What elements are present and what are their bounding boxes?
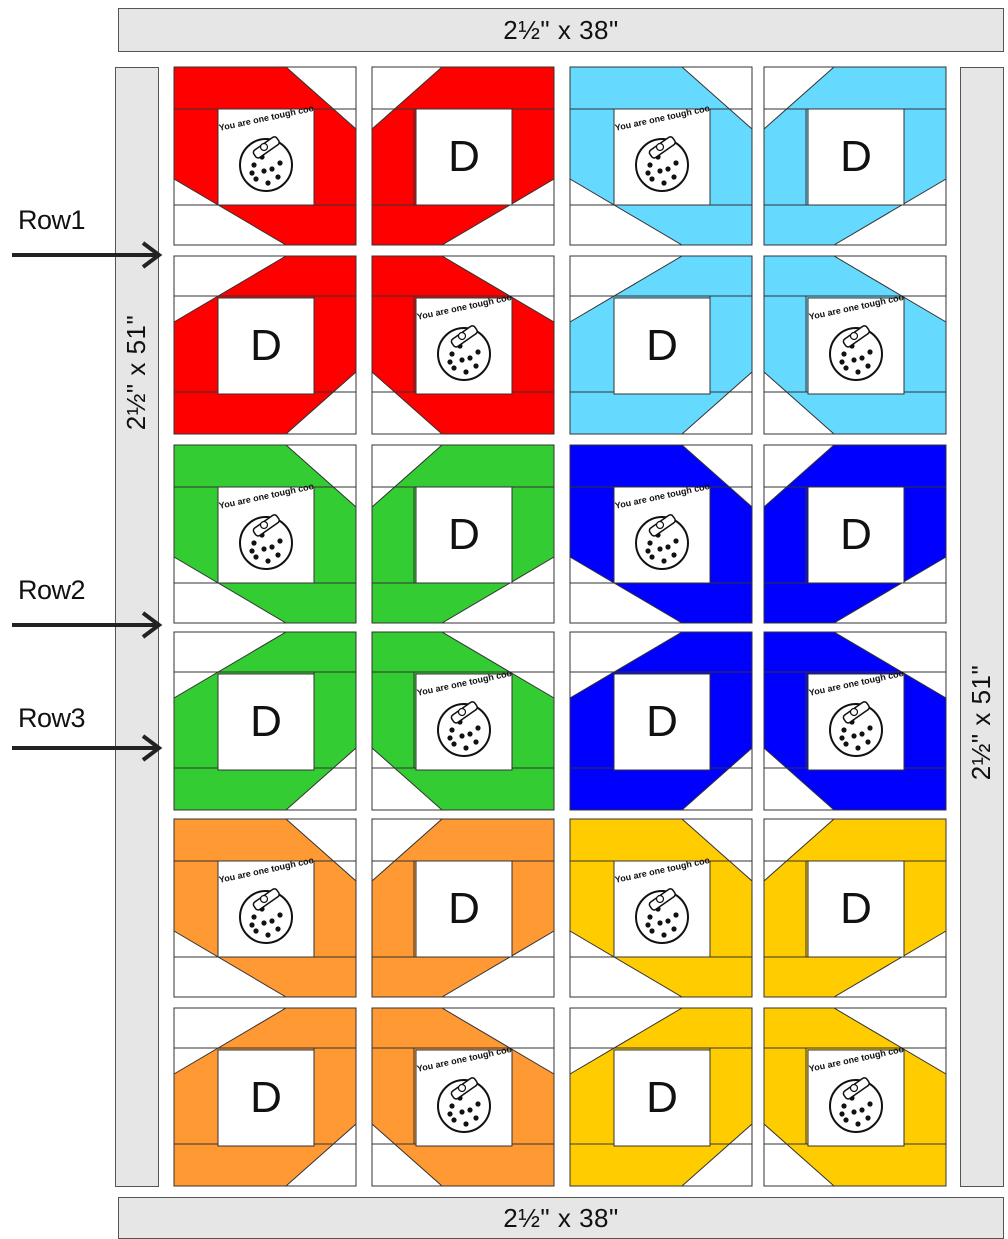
row-3-arrow-icon: [10, 733, 165, 763]
block-letter: D: [614, 674, 710, 770]
quilt-block: D: [174, 256, 356, 434]
quilt-block: You are one tough cookie: [372, 1008, 554, 1186]
quilt-block: D: [764, 67, 946, 245]
block-letter: D: [416, 487, 512, 583]
quilt-block: You are one tough cookie: [174, 67, 356, 245]
row-2-arrow-icon: [10, 610, 165, 640]
block-letter: D: [614, 1050, 710, 1146]
quilt-block: D: [174, 1008, 356, 1186]
quilt-block-graphic: [372, 256, 554, 434]
quilt-block-graphic: [174, 67, 356, 245]
block-letter: D: [808, 109, 904, 205]
quilt-block: You are one tough cookie: [570, 445, 752, 623]
quilt-block: You are one tough cookie: [570, 67, 752, 245]
quilt-block: You are one tough cookie: [372, 632, 554, 810]
quilt-block: D: [570, 1008, 752, 1186]
block-letter: D: [808, 861, 904, 957]
block-letter: D: [218, 298, 314, 394]
quilt-block-graphic: [764, 1008, 946, 1186]
quilt-block: D: [570, 256, 752, 434]
quilt-block: D: [764, 445, 946, 623]
bottom-border-label: 2½" x 38": [503, 1203, 618, 1234]
quilt-block: You are one tough cookie: [174, 445, 356, 623]
block-letter: D: [416, 109, 512, 205]
quilt-block-graphic: [570, 819, 752, 997]
quilt-block-graphic: [174, 445, 356, 623]
row-1-arrow-icon: [10, 240, 165, 270]
quilt-block-graphic: [372, 632, 554, 810]
right-border-strip: 2½" x 51": [960, 67, 1004, 1187]
quilt-block-graphic: [570, 445, 752, 623]
quilt-block-graphic: [570, 67, 752, 245]
quilt-block: D: [372, 445, 554, 623]
quilt-block-graphic: [372, 1008, 554, 1186]
right-border-label: 2½" x 51": [967, 664, 998, 779]
quilt-block: D: [764, 819, 946, 997]
quilt-block-graphic: [764, 256, 946, 434]
quilt-block: You are one tough cookie: [372, 256, 554, 434]
top-border-strip: 2½" x 38": [118, 8, 1004, 52]
quilt-block: You are one tough cookie: [764, 1008, 946, 1186]
row-label-2: Row2: [18, 575, 85, 606]
quilt-block: You are one tough cookie: [174, 819, 356, 997]
quilt-block: You are one tough cookie: [764, 256, 946, 434]
block-letter: D: [218, 674, 314, 770]
quilt-block-graphic: [174, 819, 356, 997]
quilt-block: You are one tough cookie: [764, 632, 946, 810]
block-letter: D: [218, 1050, 314, 1146]
left-border-label: 2½" x 51": [122, 314, 153, 429]
quilt-block: D: [174, 632, 356, 810]
bottom-border-strip: 2½" x 38": [118, 1197, 1004, 1239]
block-letter: D: [808, 487, 904, 583]
block-letter: D: [614, 298, 710, 394]
quilt-block: D: [372, 67, 554, 245]
top-border-label: 2½" x 38": [503, 15, 618, 46]
quilt-block: D: [570, 632, 752, 810]
quilt-block-graphic: [764, 632, 946, 810]
quilt-block: You are one tough cookie: [570, 819, 752, 997]
quilt-block: D: [372, 819, 554, 997]
block-letter: D: [416, 861, 512, 957]
row-label-3: Row3: [18, 703, 85, 734]
row-label-1: Row1: [18, 205, 85, 236]
